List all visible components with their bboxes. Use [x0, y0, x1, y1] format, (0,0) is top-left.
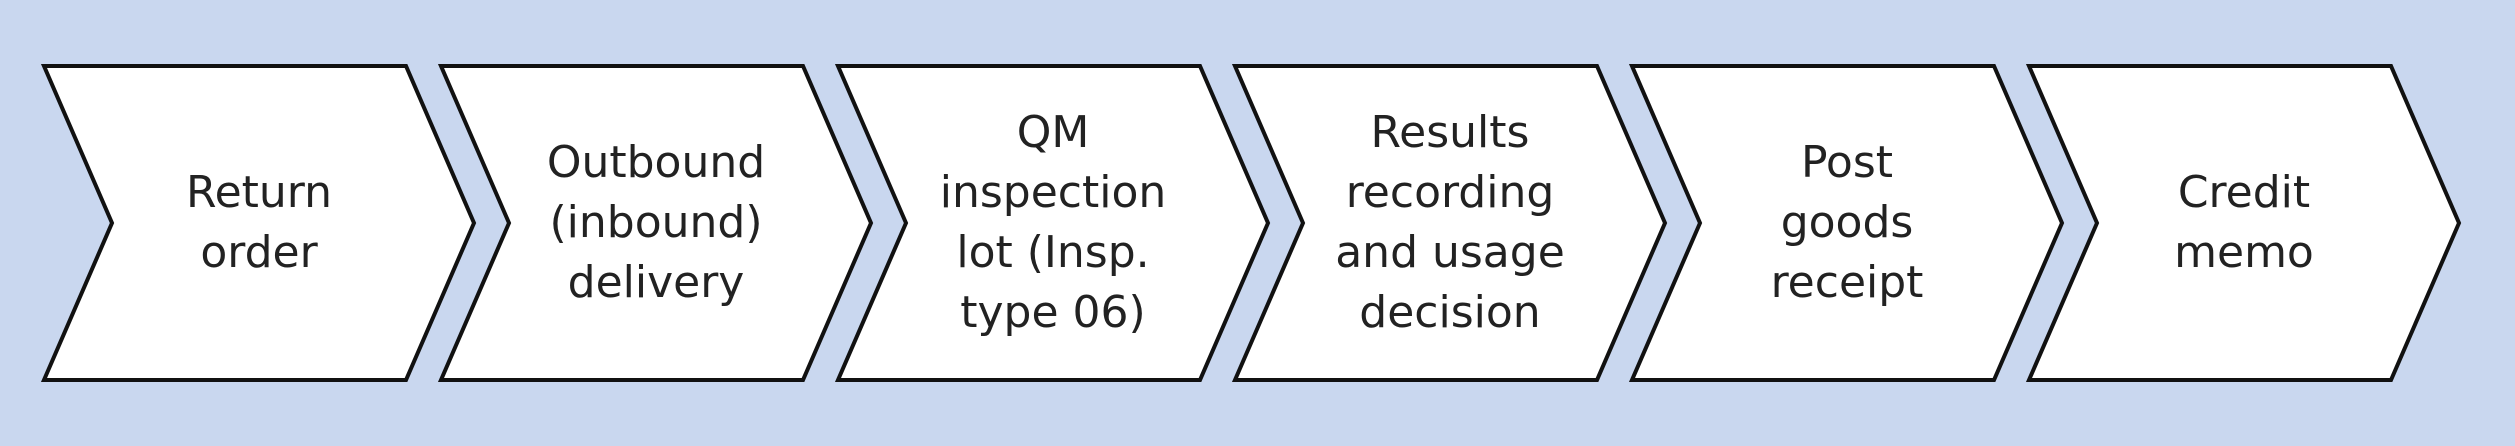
- step-label-return-order: Return order: [185, 167, 332, 278]
- step-shape-results-recording: [1231, 64, 1668, 382]
- step-label-post-goods-receipt: Post goods receipt: [1770, 137, 1924, 308]
- step-shape-outbound-delivery: [437, 64, 874, 382]
- step-label-results-recording: Results recording and usage decision: [1335, 107, 1565, 338]
- step-shape-post-goods-receipt: [1628, 64, 2065, 382]
- step-shape-qm-inspection-lot: [834, 64, 1271, 382]
- step-label-qm-inspection-lot: QM inspection lot (Insp. type 06): [939, 107, 1167, 338]
- step-label-credit-memo: Credit memo: [2174, 167, 2314, 278]
- step-shape-return-order: [40, 64, 477, 382]
- step-shape-credit-memo: [2025, 64, 2462, 382]
- step-label-outbound-delivery: Outbound (inbound) delivery: [546, 137, 766, 308]
